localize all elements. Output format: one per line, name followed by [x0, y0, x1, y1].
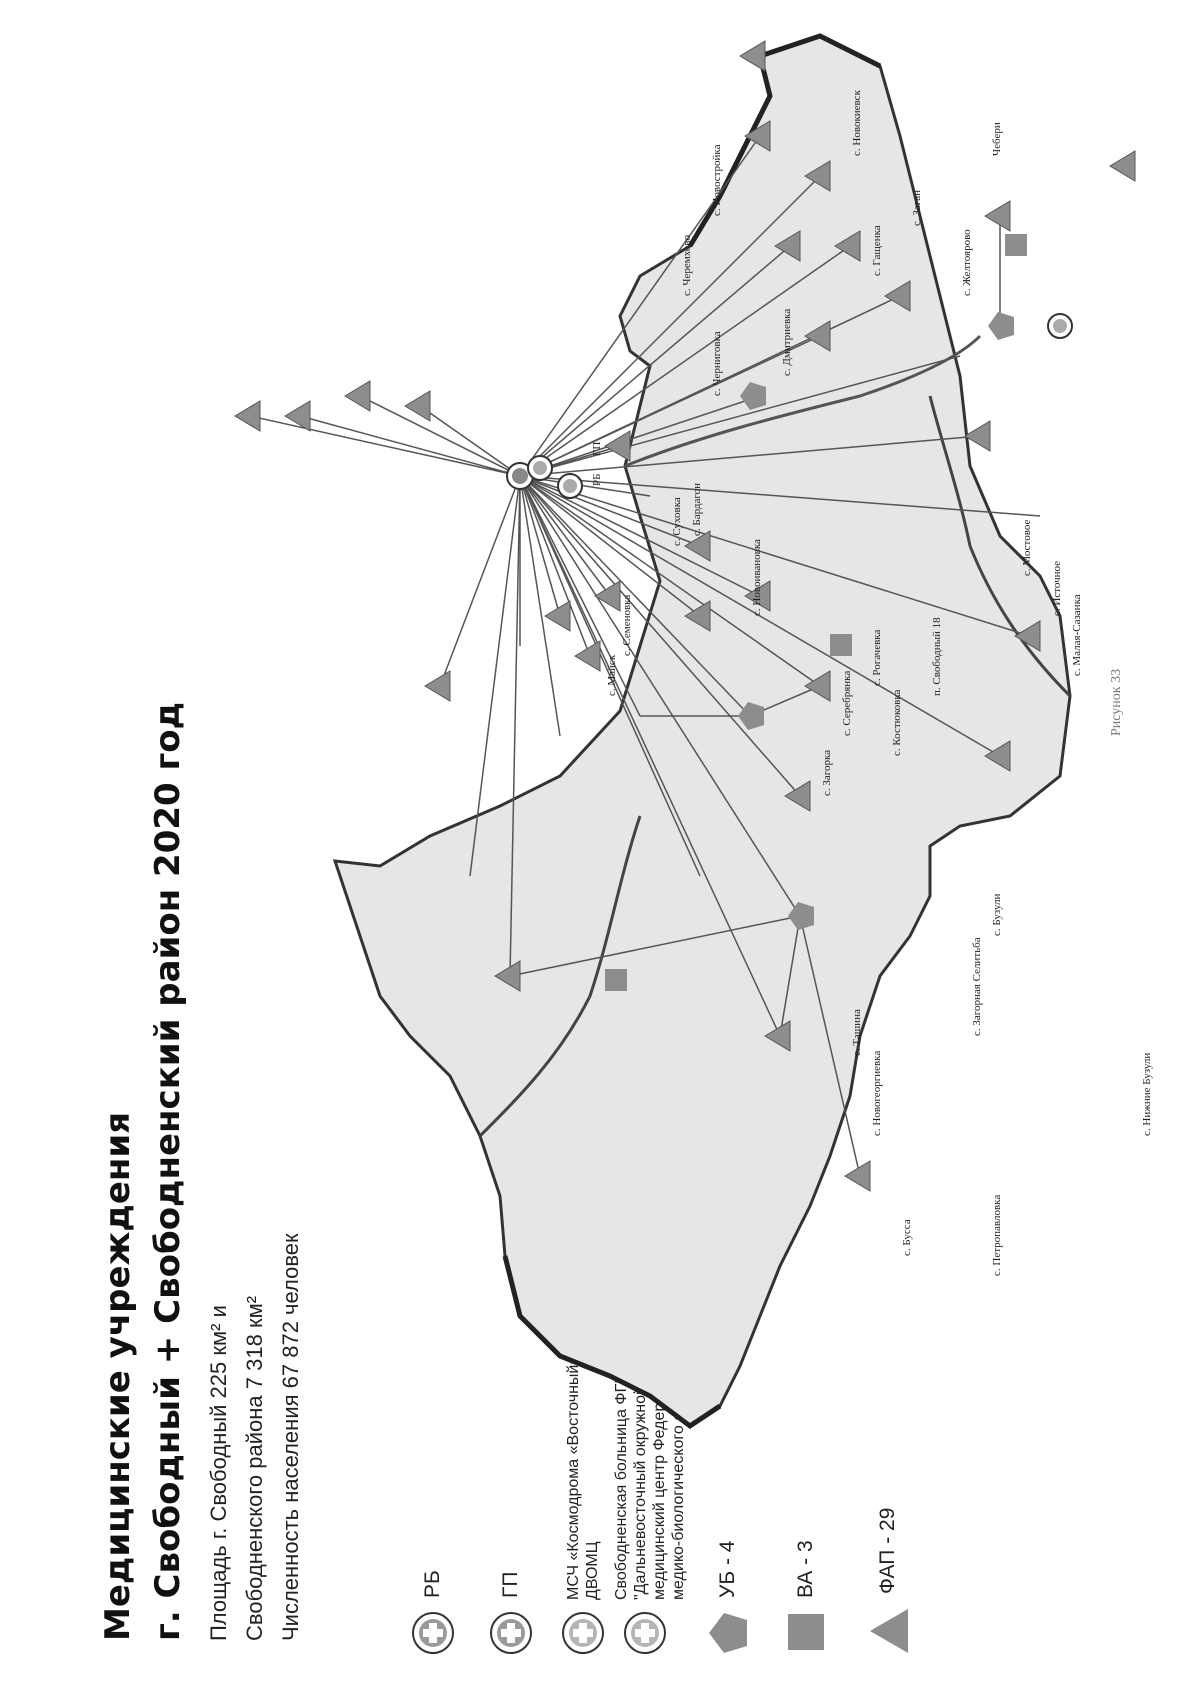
- label-svobodny18: п. Свободный 18: [931, 617, 943, 696]
- legend-hospital: Свободненская больница ФГБУЗ "Дальневост…: [612, 1343, 688, 1656]
- label-nizhnie-buzuli: с. Нижние Бузули: [1141, 1053, 1153, 1136]
- label-tashina: с. Ташина: [851, 1009, 863, 1056]
- legend-fap: ФАП - 29: [866, 1508, 910, 1656]
- label-petropavlovka: с. Петропавловка: [991, 1195, 1003, 1276]
- gp-icon: [490, 1612, 532, 1654]
- square-icon: [788, 1614, 824, 1650]
- label-semenovka: с. Семеновка: [621, 595, 633, 656]
- label-maisk: с. Майск: [606, 654, 618, 696]
- label-buzuli: с. Бузули: [991, 893, 1003, 936]
- border-south: [502, 1255, 722, 1430]
- label-serebryanka: с. Серебрянка: [841, 671, 853, 736]
- label-chebery: Чебери: [991, 122, 1003, 156]
- river-1: [478, 815, 642, 1138]
- msch-icon: [562, 1612, 604, 1654]
- label-novogeorgievka: с. Новогеоргиевка: [871, 1051, 883, 1136]
- label-istochnoe: с. Источное: [1051, 561, 1063, 616]
- label-bardagon: с. Бардагон: [691, 483, 703, 536]
- label-dmitrievka: с. Дмитриевка: [781, 309, 793, 376]
- label-kosvoe: с. Черемхово: [681, 235, 693, 296]
- label-kostyukovka: с. Костюковка: [891, 689, 903, 756]
- legend-rb: РБ: [410, 1570, 456, 1656]
- label-busse: с. Бусса: [901, 1219, 913, 1256]
- label-rogachevka: с. Рогачевка: [871, 630, 883, 686]
- ub-markers: [738, 312, 1014, 930]
- rb-icon: [412, 1612, 454, 1654]
- va-markers: [605, 234, 1027, 991]
- triangle-icon: [870, 1609, 908, 1653]
- label-rb: РБ: [591, 474, 603, 486]
- label-zheltoyarovo: с. Желтоярово: [961, 229, 973, 296]
- rb-gp-markers: [506, 313, 1073, 499]
- fap-markers: [234, 40, 1136, 1192]
- figure-caption: Рисунок 33: [1109, 669, 1124, 736]
- label-mazhan-sadovoe: с. Малая-Сазанка: [1071, 594, 1083, 676]
- label-sukhovka: с. Суховка: [671, 497, 683, 546]
- label-gp: ГП: [591, 442, 603, 456]
- label-zaya: с. Заган: [911, 190, 923, 226]
- label-zagorka: с. Загорка: [821, 750, 833, 796]
- river-3: [624, 334, 982, 468]
- label-novostroyka: с. Новостройка: [711, 144, 723, 216]
- label-gashevka: с. Гащенка: [871, 225, 883, 276]
- legend-gp: ГП: [488, 1572, 534, 1656]
- legend-va: ВА - 3: [784, 1540, 828, 1656]
- label-novokiev: с. Новокиевск: [851, 89, 863, 156]
- pentagon-icon: [709, 1613, 747, 1653]
- border-east: [687, 33, 882, 248]
- legend-msch: МСЧ «Космодрома «Восточный» ФМБА ДВОМЦ: [560, 1305, 606, 1656]
- label-novoivanovka: с. Новоивановка: [751, 539, 763, 616]
- hospital-icon: [624, 1612, 666, 1654]
- label-chernigovka: с. Черниговка: [711, 331, 723, 396]
- connection-lines: [249, 135, 1041, 1177]
- label-mostovoe: с. Мостовое: [1021, 520, 1033, 576]
- label-zagorodnaya: с. Загорная Селитьба: [971, 937, 983, 1036]
- legend-ub: УБ - 4: [706, 1541, 750, 1656]
- district-boundary: [332, 34, 1072, 1428]
